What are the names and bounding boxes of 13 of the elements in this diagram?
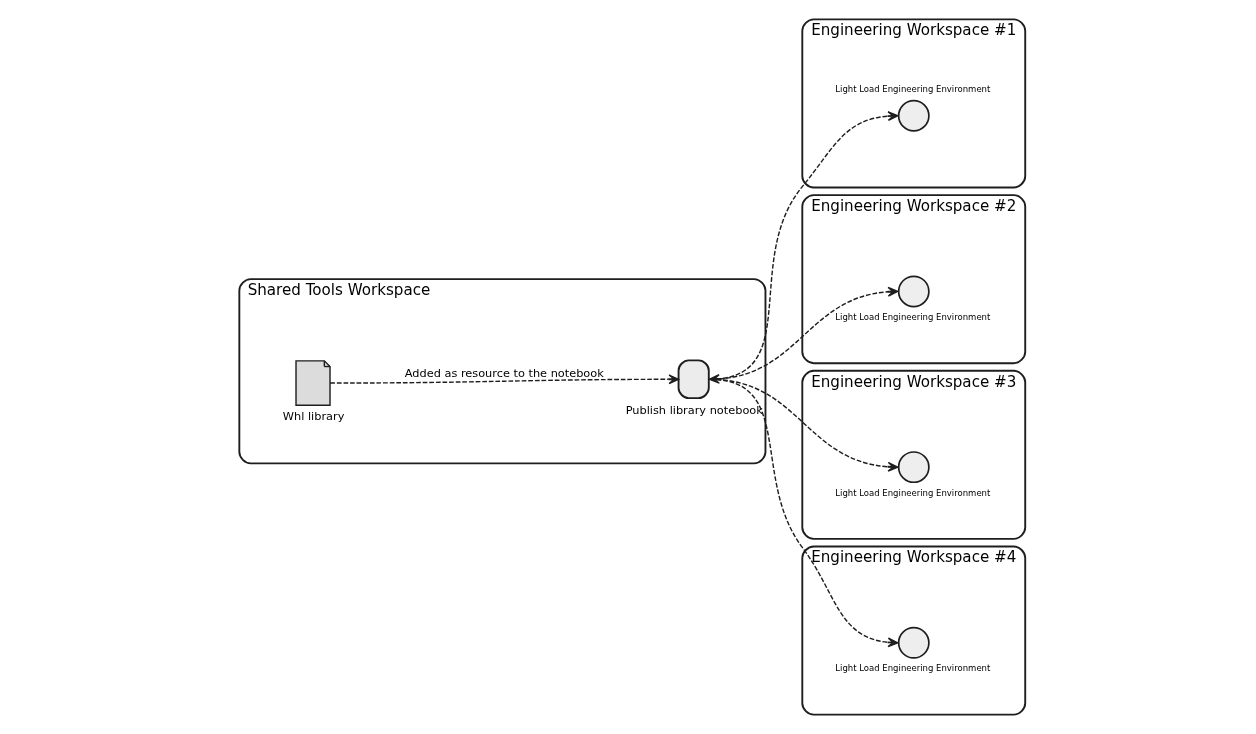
node-label: Publish library notebook	[625, 402, 763, 417]
node-label: Light Load Engineering Environment	[834, 311, 990, 322]
node-circle	[897, 626, 930, 659]
edge-label: Added as resource to the notebook	[404, 366, 604, 381]
arrow	[328, 374, 679, 385]
node-label: Whl library	[282, 409, 344, 424]
node-label: Light Load Engineering Environment	[834, 487, 990, 498]
node-circle	[897, 99, 930, 132]
node-label: Light Load Engineering Environment	[834, 84, 990, 95]
node-label: Light Load Engineering Environment	[834, 663, 990, 674]
node-circle	[897, 275, 930, 308]
node-box	[677, 359, 710, 400]
node-circle	[897, 451, 930, 484]
